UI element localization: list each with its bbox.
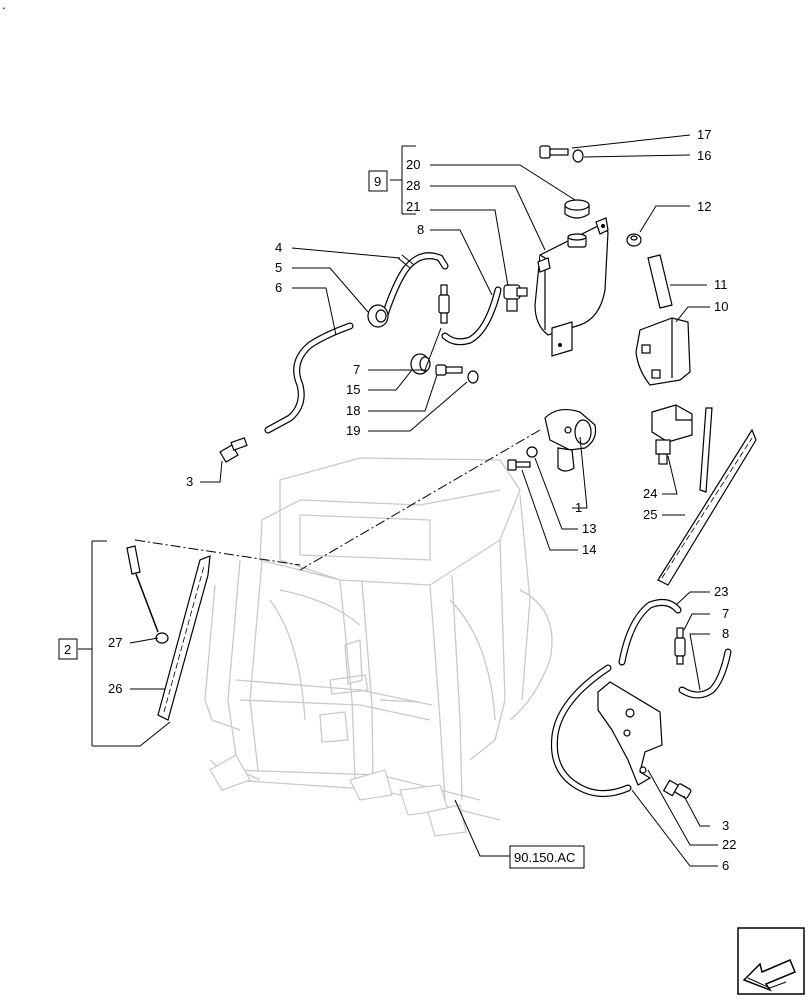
hose-6 [264, 322, 354, 434]
callout-5: 5 [275, 260, 282, 275]
svg-text:2: 2 [64, 642, 71, 657]
dash-leader-washer [299, 429, 541, 571]
callout-3-lower: 3 [722, 818, 729, 833]
callout-8-upper: 8 [417, 222, 424, 237]
hose-23 [618, 598, 682, 666]
callout-10: 10 [714, 299, 728, 314]
callout-7-lower: 7 [722, 606, 729, 621]
wiper-arm-27 [126, 545, 169, 644]
washer-16 [572, 149, 584, 163]
callout-19: 19 [346, 423, 360, 438]
connector-7-lower [674, 627, 686, 665]
cab-frame [204, 457, 553, 837]
nozzle-1 [544, 408, 597, 472]
bush-15 [410, 353, 431, 375]
reservoir-28 [534, 217, 609, 357]
next-page-arrow-icon[interactable] [737, 927, 805, 995]
bracket-10 [635, 317, 691, 386]
elbow-fitting-21 [503, 284, 528, 312]
callout-11: 11 [714, 277, 728, 292]
hose-8-lower [678, 648, 732, 699]
valve-3-upper [219, 437, 248, 463]
grommet-5 [367, 304, 389, 328]
reference-box: 90.150.AC [509, 845, 585, 869]
bolt-17 [539, 145, 569, 159]
callout-box-9: 9 [368, 170, 388, 192]
callout-23: 23 [714, 584, 728, 599]
callout-box-2: 2 [58, 638, 78, 660]
screw-18 [435, 364, 463, 376]
wiper-blade-26 [157, 555, 211, 721]
callout-25: 25 [643, 507, 657, 522]
callout-6-lower: 6 [722, 858, 729, 873]
reference-label: 90.150.AC [514, 850, 575, 865]
connector-7 [438, 284, 450, 324]
callout-24: 24 [643, 486, 657, 501]
callout-15: 15 [346, 382, 360, 397]
callout-6-upper: 6 [275, 280, 282, 295]
callout-17: 17 [697, 127, 711, 142]
callout-4: 4 [275, 240, 282, 255]
callout-18: 18 [346, 403, 360, 418]
callout-7-upper: 7 [353, 362, 360, 377]
hose-6-lower [550, 664, 632, 797]
callout-8-lower: 8 [722, 626, 729, 641]
wiper-25 [657, 407, 757, 586]
callout-21: 21 [406, 199, 420, 214]
callout-12: 12 [697, 199, 711, 214]
callout-27: 27 [108, 635, 122, 650]
callout-1: 1 [575, 500, 582, 515]
leader-lines [78, 134, 718, 867]
washer-19 [467, 370, 479, 384]
dash-leader-wiper [134, 539, 301, 566]
hose-8 [441, 286, 502, 346]
callout-16: 16 [697, 148, 711, 163]
callout-14: 14 [582, 542, 596, 557]
cap-20 [564, 199, 590, 219]
callout-13: 13 [582, 521, 596, 536]
svg-text:9: 9 [374, 174, 381, 189]
callout-3-upper: 3 [186, 474, 193, 489]
corner-mark: . [2, 0, 6, 12]
hose-4 [381, 252, 449, 319]
callout-labels: 17 16 20 28 21 8 12 11 10 4 5 6 7 15 18 … [108, 127, 736, 873]
callout-28: 28 [406, 178, 420, 193]
bracket-22 [597, 681, 663, 786]
callout-26: 26 [108, 681, 122, 696]
valve-3-lower [662, 779, 692, 799]
screw-14 [507, 459, 531, 471]
strip-11 [647, 254, 673, 309]
pump-24 [651, 404, 693, 465]
nut-12 [626, 233, 642, 247]
callout-22: 22 [722, 837, 736, 852]
washer-13 [526, 446, 538, 458]
callout-20: 20 [406, 157, 420, 172]
